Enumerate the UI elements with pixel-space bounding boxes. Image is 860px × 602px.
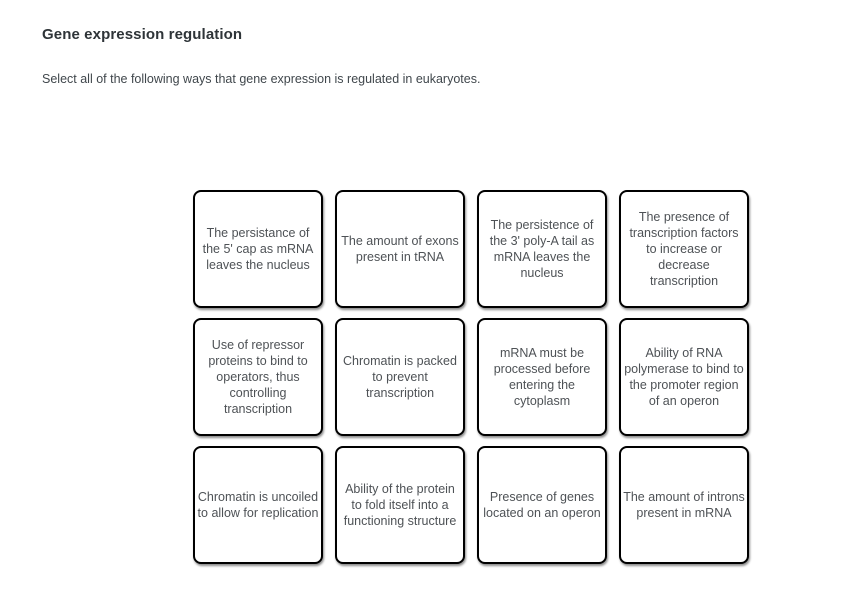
page-title: Gene expression regulation [42, 26, 243, 43]
answer-card-label: Use of repressor proteins to bind to ope… [208, 338, 308, 416]
answer-card-genes-on-operon[interactable]: Presence of genes located on an operon [477, 446, 607, 564]
question-prompt: Select all of the following ways that ge… [42, 72, 481, 86]
answer-card-label: The persistance of the 5' cap as mRNA le… [202, 226, 314, 272]
answer-card-repressor-proteins[interactable]: Use of repressor proteins to bind to ope… [193, 318, 323, 436]
answer-card-label: The persistence of the 3' poly-A tail as… [489, 218, 595, 280]
answer-card-label: The presence of transcription factors to… [629, 210, 739, 288]
answer-card-poly-a-tail[interactable]: The persistence of the 3' poly-A tail as… [477, 190, 607, 308]
answer-card-mrna-processed[interactable]: mRNA must be processed before entering t… [477, 318, 607, 436]
answer-card-persistance-5-cap[interactable]: The persistance of the 5' cap as mRNA le… [193, 190, 323, 308]
answer-card-label: The amount of exons present in tRNA [341, 234, 459, 264]
answer-card-label: Chromatin is packed to prevent transcrip… [343, 354, 457, 400]
answer-card-rna-polymerase[interactable]: Ability of RNA polymerase to bind to the… [619, 318, 749, 436]
answer-card-label: mRNA must be processed before entering t… [493, 346, 591, 408]
answer-card-protein-folding[interactable]: Ability of the protein to fold itself in… [335, 446, 465, 564]
answer-card-exons-trna[interactable]: The amount of exons present in tRNA [335, 190, 465, 308]
answer-card-chromatin-uncoiled[interactable]: Chromatin is uncoiled to allow for repli… [193, 446, 323, 564]
answer-card-label: Ability of the protein to fold itself in… [343, 482, 457, 528]
answer-card-label: Chromatin is uncoiled to allow for repli… [197, 490, 319, 520]
answer-options-grid: The persistance of the 5' cap as mRNA le… [193, 190, 749, 564]
answer-card-chromatin-packed[interactable]: Chromatin is packed to prevent transcrip… [335, 318, 465, 436]
answer-card-label: The amount of introns present in mRNA [623, 490, 745, 520]
answer-card-label: Ability of RNA polymerase to bind to the… [624, 346, 744, 408]
answer-card-introns-mrna[interactable]: The amount of introns present in mRNA [619, 446, 749, 564]
answer-card-transcription-factors[interactable]: The presence of transcription factors to… [619, 190, 749, 308]
answer-card-label: Presence of genes located on an operon [483, 490, 601, 520]
